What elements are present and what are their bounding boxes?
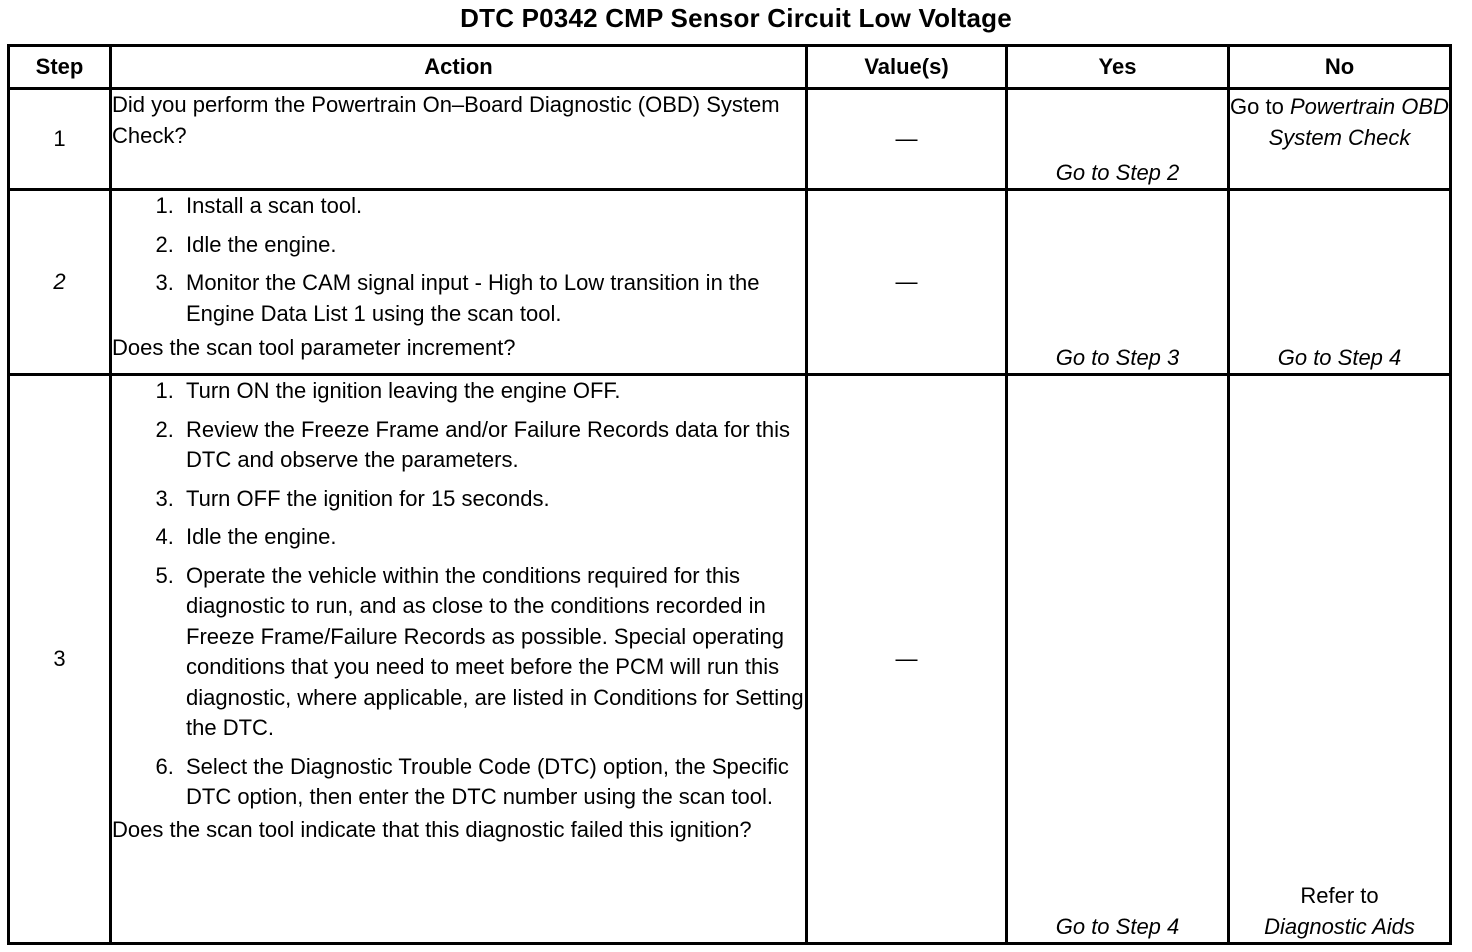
header-values: Value(s) — [805, 44, 1008, 90]
table-row: 2 Install a scan tool. Idle the engine. … — [7, 188, 1452, 376]
action-item: Monitor the CAM signal input - High to L… — [180, 268, 805, 329]
header-yes: Yes — [1005, 44, 1230, 90]
action-item: Select the Diagnostic Trouble Code (DTC)… — [180, 752, 805, 813]
page-title: DTC P0342 CMP Sensor Circuit Low Voltage — [460, 3, 1012, 33]
no-prefix: Go to — [1230, 94, 1284, 119]
action-question: Did you perform the Powertrain On–Board … — [112, 92, 780, 148]
action-item: Operate the vehicle within the condition… — [180, 561, 805, 744]
action-cell: Turn ON the ignition leaving the engine … — [109, 373, 808, 945]
action-item: Turn ON the ignition leaving the engine … — [180, 376, 805, 407]
header-action: Action — [109, 44, 808, 90]
step-number: 1 — [7, 87, 112, 191]
table-row: 1 Did you perform the Powertrain On–Boar… — [7, 87, 1452, 191]
diagnostic-table: Step Action Value(s) Yes No 1 Did you pe… — [7, 44, 1452, 945]
action-item: Idle the engine. — [180, 230, 805, 261]
no-cell: Go to Powertrain OBD System Check — [1227, 87, 1452, 191]
step-number: 3 — [7, 373, 112, 945]
action-question: Does the scan tool indicate that this di… — [112, 816, 752, 842]
no-prefix: Refer to — [1300, 883, 1379, 908]
table-row: 3 Turn ON the ignition leaving the engin… — [7, 373, 1452, 945]
action-list: Turn ON the ignition leaving the engine … — [112, 376, 805, 813]
step-number: 2 — [7, 188, 112, 376]
action-item: Idle the engine. — [180, 522, 805, 553]
action-list: Install a scan tool. Idle the engine. Mo… — [112, 191, 805, 329]
no-link[interactable]: Diagnostic Aids — [1264, 913, 1415, 939]
no-link[interactable]: Go to Step 4 — [1227, 188, 1452, 376]
value-cell: — — [805, 87, 1008, 191]
action-item: Turn OFF the ignition for 15 seconds. — [180, 484, 805, 515]
action-cell: Did you perform the Powertrain On–Board … — [109, 87, 808, 191]
yes-link[interactable]: Go to Step 4 — [1005, 373, 1230, 945]
yes-link[interactable]: Go to Step 2 — [1005, 87, 1230, 191]
action-item: Install a scan tool. — [180, 191, 805, 222]
no-link[interactable]: Powertrain OBD System Check — [1268, 94, 1449, 150]
header-no: No — [1227, 44, 1452, 90]
header-step: Step — [7, 44, 112, 90]
action-item: Review the Freeze Frame and/or Failure R… — [180, 415, 805, 476]
value-cell: — — [805, 188, 1008, 376]
yes-link[interactable]: Go to Step 3 — [1005, 188, 1230, 376]
no-cell: Refer to Diagnostic Aids — [1227, 373, 1452, 945]
action-cell: Install a scan tool. Idle the engine. Mo… — [109, 188, 808, 376]
header-row: Step Action Value(s) Yes No — [7, 44, 1452, 90]
action-question: Does the scan tool parameter increment? — [112, 335, 516, 360]
value-cell: — — [805, 373, 1008, 945]
